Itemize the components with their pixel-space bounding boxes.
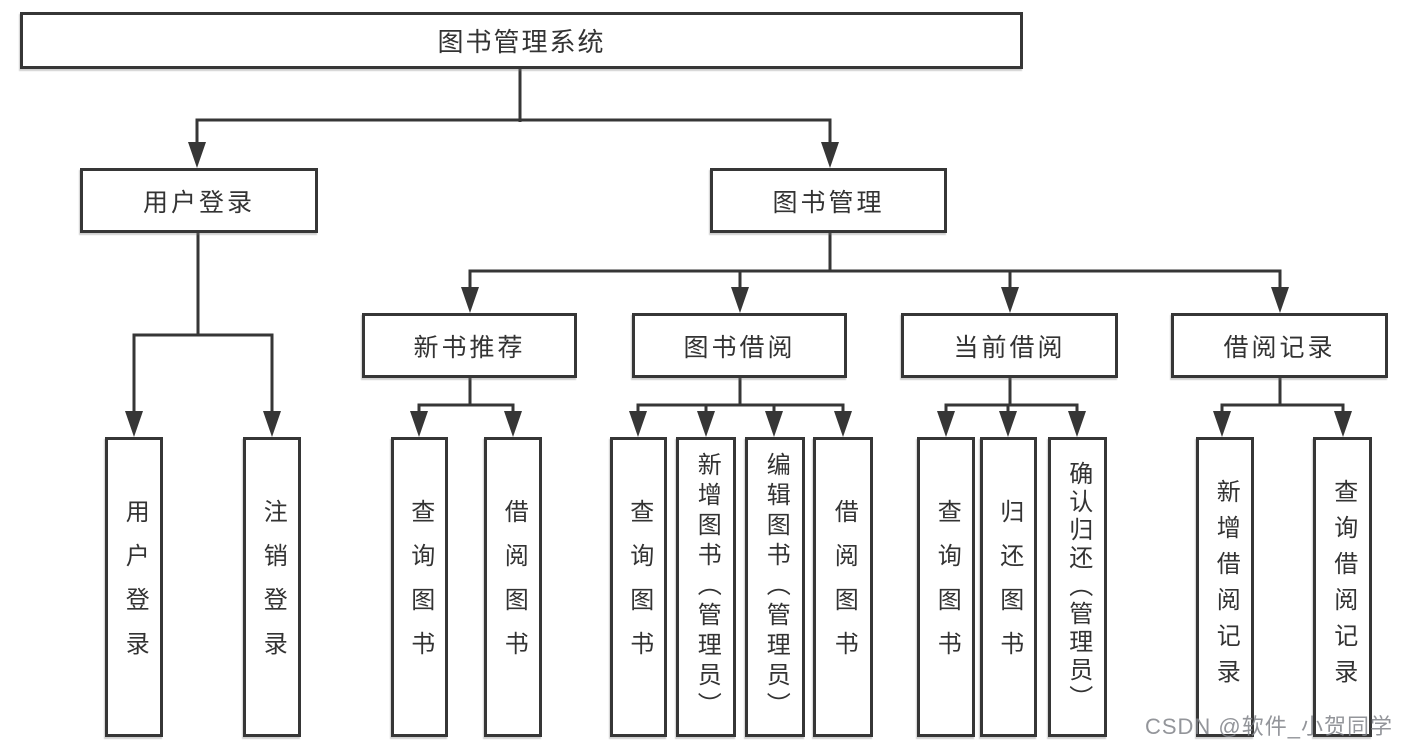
leaf-edit-book-admin-label: 编辑图书（管理员） (762, 452, 790, 722)
node-user-login-branch: 用户登录 (80, 168, 318, 233)
leaf-user-login: 用户登录 (105, 437, 163, 737)
node-current-borrowing-label: 当前借阅 (953, 333, 1066, 362)
leaf-add-book-admin: 新增图书（管理员） (676, 437, 736, 737)
leaf-return-book-label: 归还图书 (995, 499, 1023, 675)
leaf-query-books-borrowing: 查询图书 (610, 437, 667, 737)
leaf-add-borrow-record: 新增借阅记录 (1196, 437, 1254, 737)
leaf-logout-label: 注销登录 (259, 499, 287, 675)
leaf-query-books-borrowing-label: 查询图书 (625, 499, 653, 675)
arrowheads (125, 142, 1352, 437)
node-user-login-branch-label: 用户登录 (142, 188, 255, 217)
leaf-query-books-current: 查询图书 (917, 437, 975, 737)
node-book-management-branch: 图书管理 (710, 168, 947, 233)
watermark: CSDN @软件_小贺同学 (1144, 714, 1393, 739)
leaf-add-borrow-record-label: 新增借阅记录 (1212, 479, 1240, 695)
leaf-borrow-books-recommend-label: 借阅图书 (500, 499, 528, 675)
node-book-borrowing: 图书借阅 (632, 313, 847, 378)
leaf-query-books-recommend-label: 查询图书 (406, 499, 434, 675)
leaf-return-book: 归还图书 (980, 437, 1037, 737)
leaf-query-borrow-record-label: 查询借阅记录 (1329, 479, 1357, 695)
node-new-book-recommend-label: 新书推荐 (413, 333, 526, 362)
leaf-borrow-books-borrowing-label: 借阅图书 (830, 499, 858, 675)
node-root: 图书管理系统 (20, 12, 1023, 69)
node-borrowing-records-label: 借阅记录 (1223, 333, 1336, 362)
leaf-query-books-current-label: 查询图书 (933, 499, 961, 675)
node-current-borrowing: 当前借阅 (901, 313, 1118, 378)
leaf-add-book-admin-label: 新增图书（管理员） (693, 452, 721, 722)
node-root-label: 图书管理系统 (437, 27, 606, 57)
leaf-edit-book-admin: 编辑图书（管理员） (745, 437, 805, 737)
leaf-query-borrow-record: 查询借阅记录 (1313, 437, 1372, 737)
leaf-confirm-return-admin-label: 确认归还（管理员） (1064, 461, 1092, 713)
node-new-book-recommend: 新书推荐 (362, 313, 577, 378)
leaf-query-books-recommend: 查询图书 (391, 437, 448, 737)
node-book-management-branch-label: 图书管理 (772, 188, 885, 217)
leaf-user-login-label: 用户登录 (121, 499, 149, 675)
leaf-confirm-return-admin: 确认归还（管理员） (1048, 437, 1107, 737)
leaf-borrow-books-borrowing: 借阅图书 (813, 437, 873, 737)
leaf-logout: 注销登录 (243, 437, 301, 737)
node-borrowing-records: 借阅记录 (1171, 313, 1388, 378)
leaf-borrow-books-recommend: 借阅图书 (484, 437, 542, 737)
node-book-borrowing-label: 图书借阅 (683, 333, 796, 362)
